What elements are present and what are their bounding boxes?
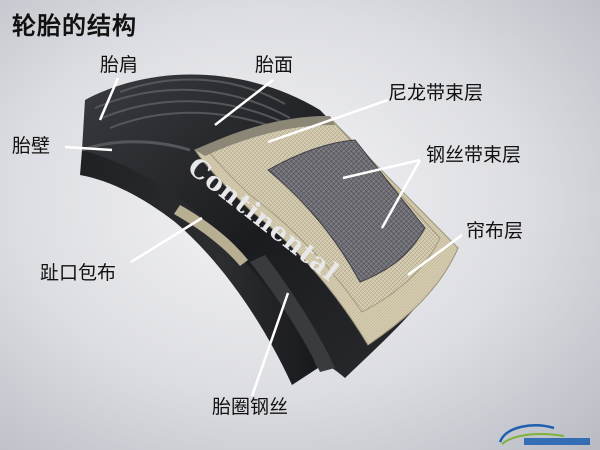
shoulder-edge xyxy=(81,140,191,152)
label-rim-chafer: 趾口包布 xyxy=(40,262,117,284)
tread-cut-face xyxy=(195,115,335,156)
sidewall-shape xyxy=(80,150,318,385)
watermark-logo xyxy=(498,424,590,445)
steel-belt-layer xyxy=(267,139,426,283)
label-ply: 帘布层 xyxy=(466,220,524,242)
label-bead-wire: 胎圈钢丝 xyxy=(212,396,289,418)
bead-area xyxy=(250,255,335,372)
rim-chafer-strip xyxy=(174,205,248,266)
label-shoulder: 胎肩 xyxy=(100,54,139,76)
label-sidewall: 胎壁 xyxy=(12,135,51,157)
diagram-title: 轮胎的结构 xyxy=(12,12,137,40)
leader-lines xyxy=(64,77,463,397)
label-steel-belt: 钢丝带束层 xyxy=(426,144,522,166)
label-nylon-belt: 尼龙带束层 xyxy=(388,82,484,104)
label-tread: 胎面 xyxy=(255,54,294,76)
